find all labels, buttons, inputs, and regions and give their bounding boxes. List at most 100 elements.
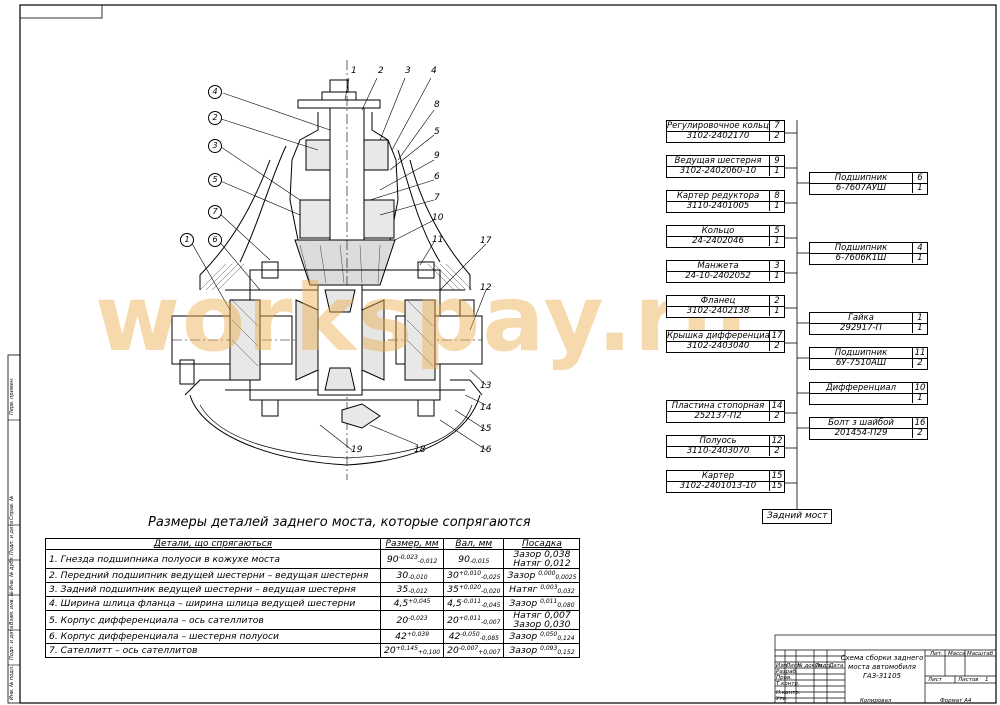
side-label-6: Подп. и дата xyxy=(9,625,15,660)
tb-izm: Изм. xyxy=(776,663,789,669)
row-size: 90-0,023-0,012 xyxy=(379,549,445,569)
callout-2: 2 xyxy=(378,66,384,76)
header-fit: Посадка xyxy=(503,538,581,550)
fits-table: Детали, що спрягаються Размер, мм Вал, м… xyxy=(45,538,581,658)
tb-razrab: Разраб. xyxy=(776,669,798,675)
callout-8: 8 xyxy=(434,100,440,110)
row-part: 3. Задний подшипник ведущей шестерни – в… xyxy=(45,582,381,597)
tb-sign: Подп. xyxy=(815,663,832,669)
watermark: workspay.ru xyxy=(95,265,749,372)
callout-circle-6: 6 xyxy=(208,233,222,247)
header-parts: Детали, що спрягаються xyxy=(45,538,381,550)
callout-17: 17 xyxy=(480,236,492,246)
callout-14: 14 xyxy=(480,403,492,413)
tb-format: Формат А4 xyxy=(940,698,972,704)
row-shaft: 20+0,011-0,007 xyxy=(443,610,505,630)
header-shaft: Вал, мм xyxy=(443,538,505,550)
table-row: 2. Передний подшипник ведущей шестерни –… xyxy=(45,568,581,583)
callout-circle-3: 3 xyxy=(208,139,222,153)
callout-circle-5: 5 xyxy=(208,173,222,187)
row-size: 30-0,010 xyxy=(379,568,445,583)
row-size: 20-0,023 xyxy=(379,610,445,630)
tb-list: Лист xyxy=(786,663,800,669)
row-part: 4. Ширина шлица фланца – ширина шлица ве… xyxy=(45,596,381,611)
table-header-row: Детали, що спрягаються Размер, мм Вал, м… xyxy=(45,538,581,550)
tb-kopir: Копировал xyxy=(860,698,892,704)
assembly-label: Задний мост xyxy=(762,509,833,524)
callout-1: 1 xyxy=(351,66,357,76)
callout-15: 15 xyxy=(480,424,492,434)
table-row: 4. Ширина шлица фланца – ширина шлица ве… xyxy=(45,596,581,611)
tb-doc: № докум. xyxy=(797,663,825,669)
table-row: 1. Гнезда подшипника полуоси в кожухе мо… xyxy=(45,549,581,569)
row-part: 2. Передний подшипник ведущей шестерни –… xyxy=(45,568,381,583)
callout-6: 6 xyxy=(434,172,440,182)
callout-3: 3 xyxy=(405,66,411,76)
callout-12: 12 xyxy=(480,283,492,293)
callout-circle-4: 4 xyxy=(208,85,222,99)
row-part: 5. Корпус дифференциала – ось сателлитов xyxy=(45,610,381,630)
tb-mass: Масса xyxy=(948,651,966,657)
row-shaft: 4,5-0,011-0,045 xyxy=(443,596,505,611)
side-label-1: Перв. примен. xyxy=(9,377,15,415)
row-fit: Зазор 0,0500,124 xyxy=(503,629,581,644)
row-size: 20+0,145+0,100 xyxy=(379,643,445,658)
tb-sheets-val: 1 xyxy=(985,677,989,683)
row-shaft: 42-0,050-0,085 xyxy=(443,629,505,644)
callout-19: 19 xyxy=(351,445,363,455)
callout-18: 18 xyxy=(414,445,426,455)
callout-13: 13 xyxy=(480,381,492,391)
side-label-5: Взам. инв. № xyxy=(9,591,15,625)
tb-tkontr: Т.контр. xyxy=(776,681,800,687)
callout-16: 16 xyxy=(480,445,492,455)
callout-10: 10 xyxy=(432,213,444,223)
callout-7: 7 xyxy=(434,193,440,203)
row-shaft: 35+0,020-0,020 xyxy=(443,582,505,597)
row-part: 7. Сателлитт – ось сателлитов xyxy=(45,643,381,658)
row-fit: Зазор 0,0000,0025 xyxy=(503,568,581,583)
side-label-7: Инв. № подл. xyxy=(9,665,15,701)
table-row: 3. Задний подшипник ведущей шестерни – в… xyxy=(45,582,581,597)
title-block-name: Схема сборки заднего моста автомобиля ГА… xyxy=(840,654,924,680)
table-row: 5. Корпус дифференциала – ось сателлитов… xyxy=(45,610,581,630)
callout-4: 4 xyxy=(431,66,437,76)
tb-prov: Пров. xyxy=(776,675,792,681)
tb-sheet: Лист xyxy=(928,677,942,683)
tb-scale: Масштаб xyxy=(967,651,994,657)
callout-circle-2: 2 xyxy=(208,111,222,125)
tb-nkontr: Н.контр. xyxy=(776,690,801,696)
side-label-2: Справ. № xyxy=(9,495,15,520)
row-size: 35-0,012 xyxy=(379,582,445,597)
row-fit: Зазор 0,0930,152 xyxy=(503,643,581,658)
table-row: 6. Корпус дифференциала – шестерня полуо… xyxy=(45,629,581,644)
row-size: 4,5+0,045 xyxy=(379,596,445,611)
table-row: 7. Сателлитт – ось сателлитов 20+0,145+0… xyxy=(45,643,581,658)
callout-9: 9 xyxy=(434,151,440,161)
row-shaft: 30+0,010-0,025 xyxy=(443,568,505,583)
tb-sheets: Листов xyxy=(958,677,979,683)
row-shaft: 20-0,007+0,007 xyxy=(443,643,505,658)
tb-lit: Лит. xyxy=(930,651,943,657)
row-fit: Зазор 0,0110,080 xyxy=(503,596,581,611)
row-fit: Натяг 0,0030,032 xyxy=(503,582,581,597)
row-part: 6. Корпус дифференциала – шестерня полуо… xyxy=(45,629,381,644)
side-label-3: Подп. и дата xyxy=(9,520,15,555)
callout-11: 11 xyxy=(432,235,444,245)
row-size: 42+0,039 xyxy=(379,629,445,644)
